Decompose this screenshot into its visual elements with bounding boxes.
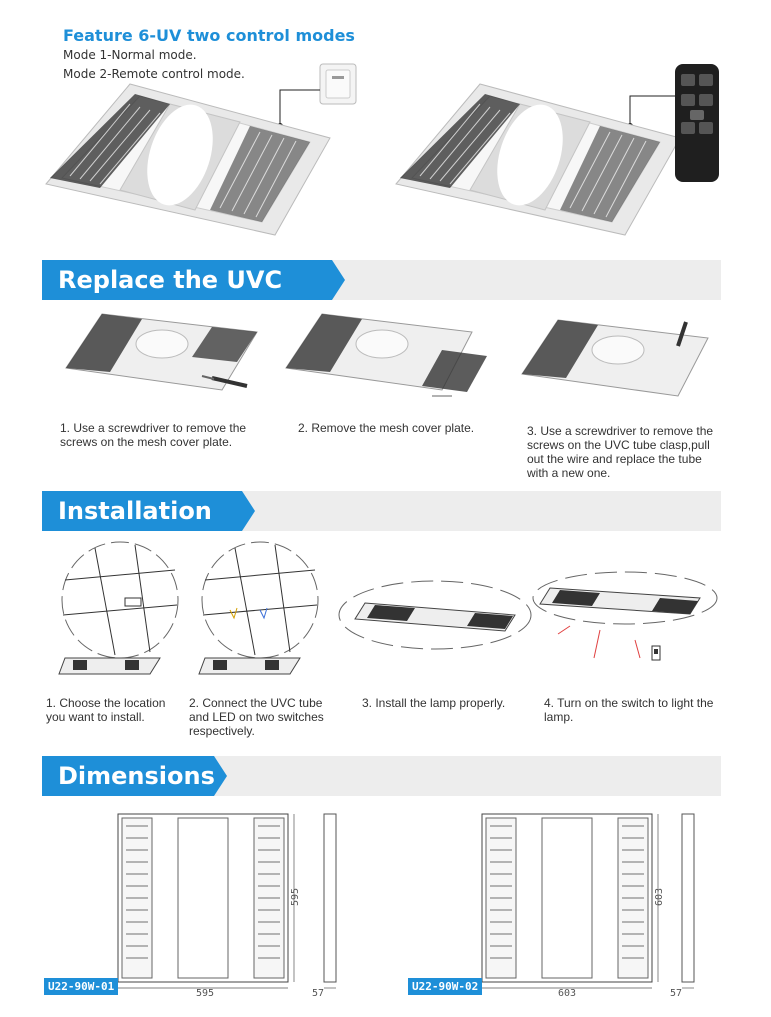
dimensions-section-header: Dimensions [42,756,721,796]
install-step-3-text: 3. Install the lamp properly. [362,696,506,710]
model-label-2: U22-90W-02 [408,978,483,995]
install-step-1-illustration [58,541,179,675]
screwdriver-icon [676,321,688,347]
screwdriver-icon [201,375,248,388]
troffer-lamp-icon [395,83,681,236]
replace-step-3-text: 3. Use a screwdriver to remove the screw… [527,424,714,480]
dimension-drawing-model-2 [481,813,695,989]
replace-section-header: Replace the UVC tube [42,260,721,334]
install-step-4-illustration [532,571,718,661]
install-step-1-text: 1. Choose the location you want to insta… [46,696,166,724]
replace-step-1-illustration [65,313,258,391]
install-step-3-illustration [338,580,532,650]
feature-title: Feature 6-UV two control modes [63,26,355,45]
replace-step-3-illustration [521,319,709,397]
installation-section-title: Installation [42,491,255,531]
replace-step-2-text: 2. Remove the mesh cover plate. [298,421,475,435]
installation-section-header: Installation [42,491,721,531]
dimension-drawing-model-1 [117,813,337,989]
lamp-wall-switch-illustration [45,63,357,236]
lamp-icon [58,657,161,675]
switch-icon [651,645,661,661]
mode-2-text: Mode 2-Remote control mode. [63,67,245,81]
model-label-1: U22-90W-01 [44,978,119,995]
model-1-depth: 57 [312,988,325,999]
model-2-width: 603 [558,988,577,999]
replace-step-2-illustration [285,313,487,397]
model-2-height: 603 [654,887,665,906]
model-2-depth: 57 [670,988,683,999]
dimensions-section-title: Dimensions [42,756,227,796]
replace-section-title: Replace the UVC tube [42,260,345,334]
model-1-height: 595 [290,887,301,906]
model-1-width: 595 [196,988,215,999]
replace-step-1-text: 1. Use a screwdriver to remove the screw… [60,421,247,449]
troffer-lamp-icon [45,83,331,236]
lamp-remote-illustration [395,64,719,236]
lamp-icon [198,657,301,675]
wall-switch-icon [319,63,357,105]
mode-1-text: Mode 1-Normal mode. [63,48,197,62]
install-step-2-text: 2. Connect the UVC tube and LED on two s… [189,696,324,738]
install-step-2-illustration [198,541,319,675]
install-step-4-text: 4. Turn on the switch to light the lamp. [544,696,714,724]
remote-control-icon [675,64,719,182]
